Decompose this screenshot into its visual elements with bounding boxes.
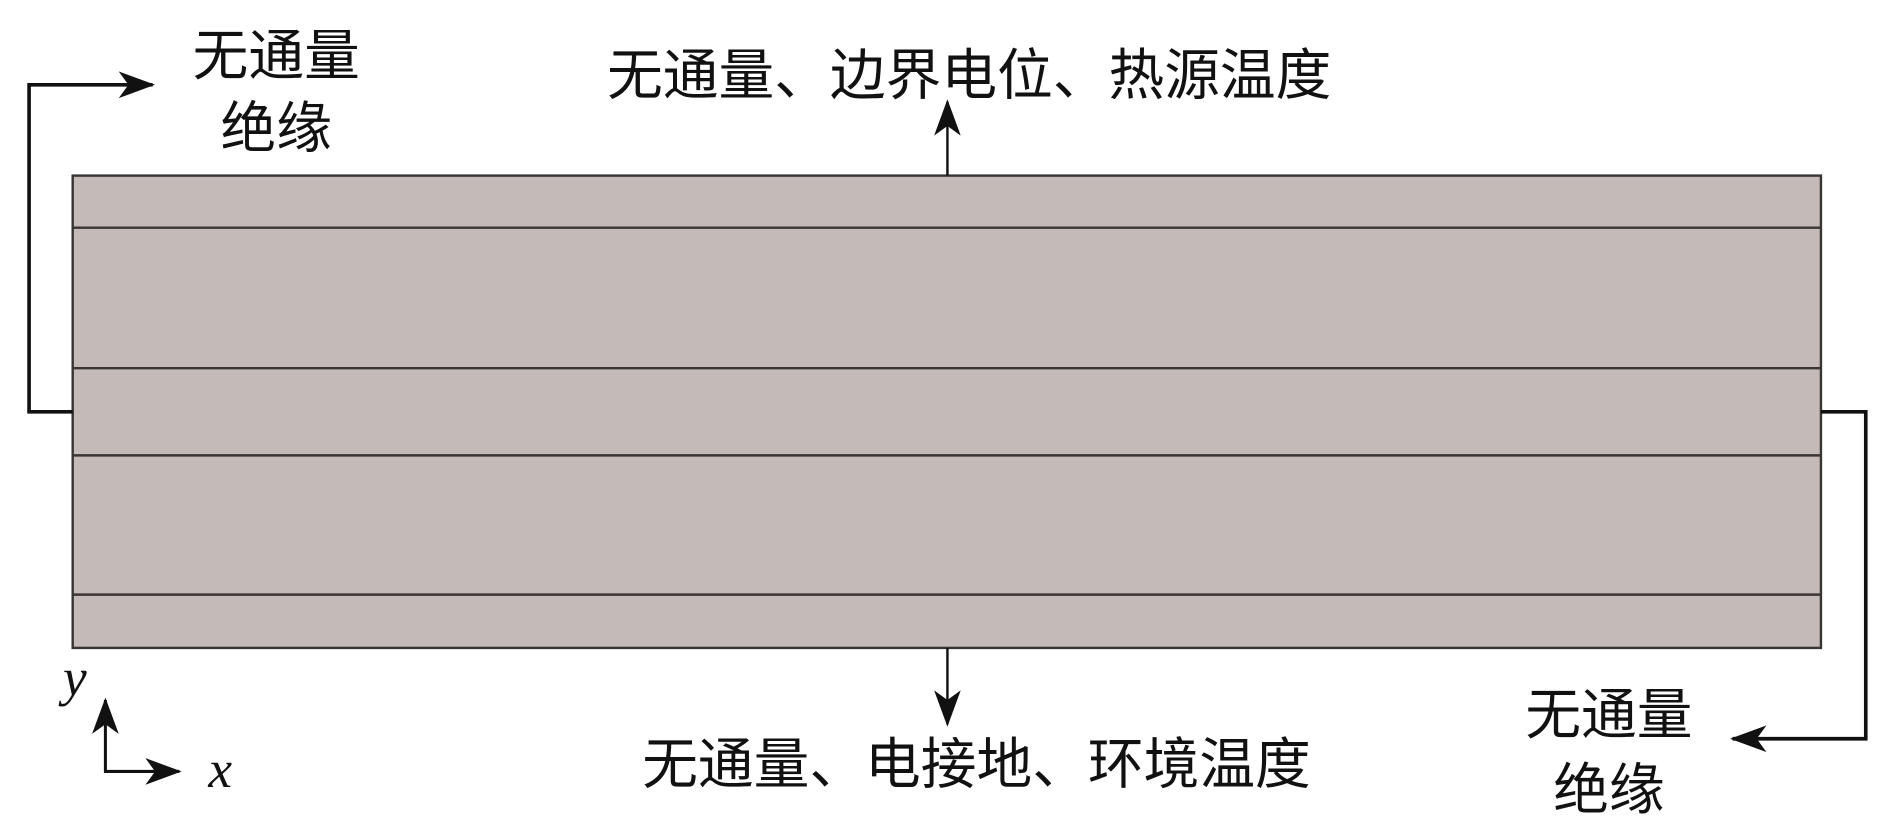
y-axis-label: y (58, 648, 87, 707)
x-axis-label: x (207, 740, 232, 799)
bottom-right-label-line1: 无通量 (1525, 683, 1692, 748)
top-center-label: 无通量、边界电位、热源温度 (607, 43, 1331, 108)
bottom-right-label-line2: 绝缘 (1553, 758, 1664, 823)
right-boundary-arrow (1730, 409, 1868, 753)
bottom-center-label: 无通量、电接地、环境温度 (642, 733, 1311, 798)
top-left-label-line2: 绝缘 (221, 97, 332, 162)
layered-structure (71, 174, 1823, 650)
top-left-label-line1: 无通量 (193, 24, 360, 89)
coordinate-axes: y x (58, 648, 232, 799)
left-boundary-arrow (27, 71, 156, 414)
structure-body (71, 174, 1823, 650)
